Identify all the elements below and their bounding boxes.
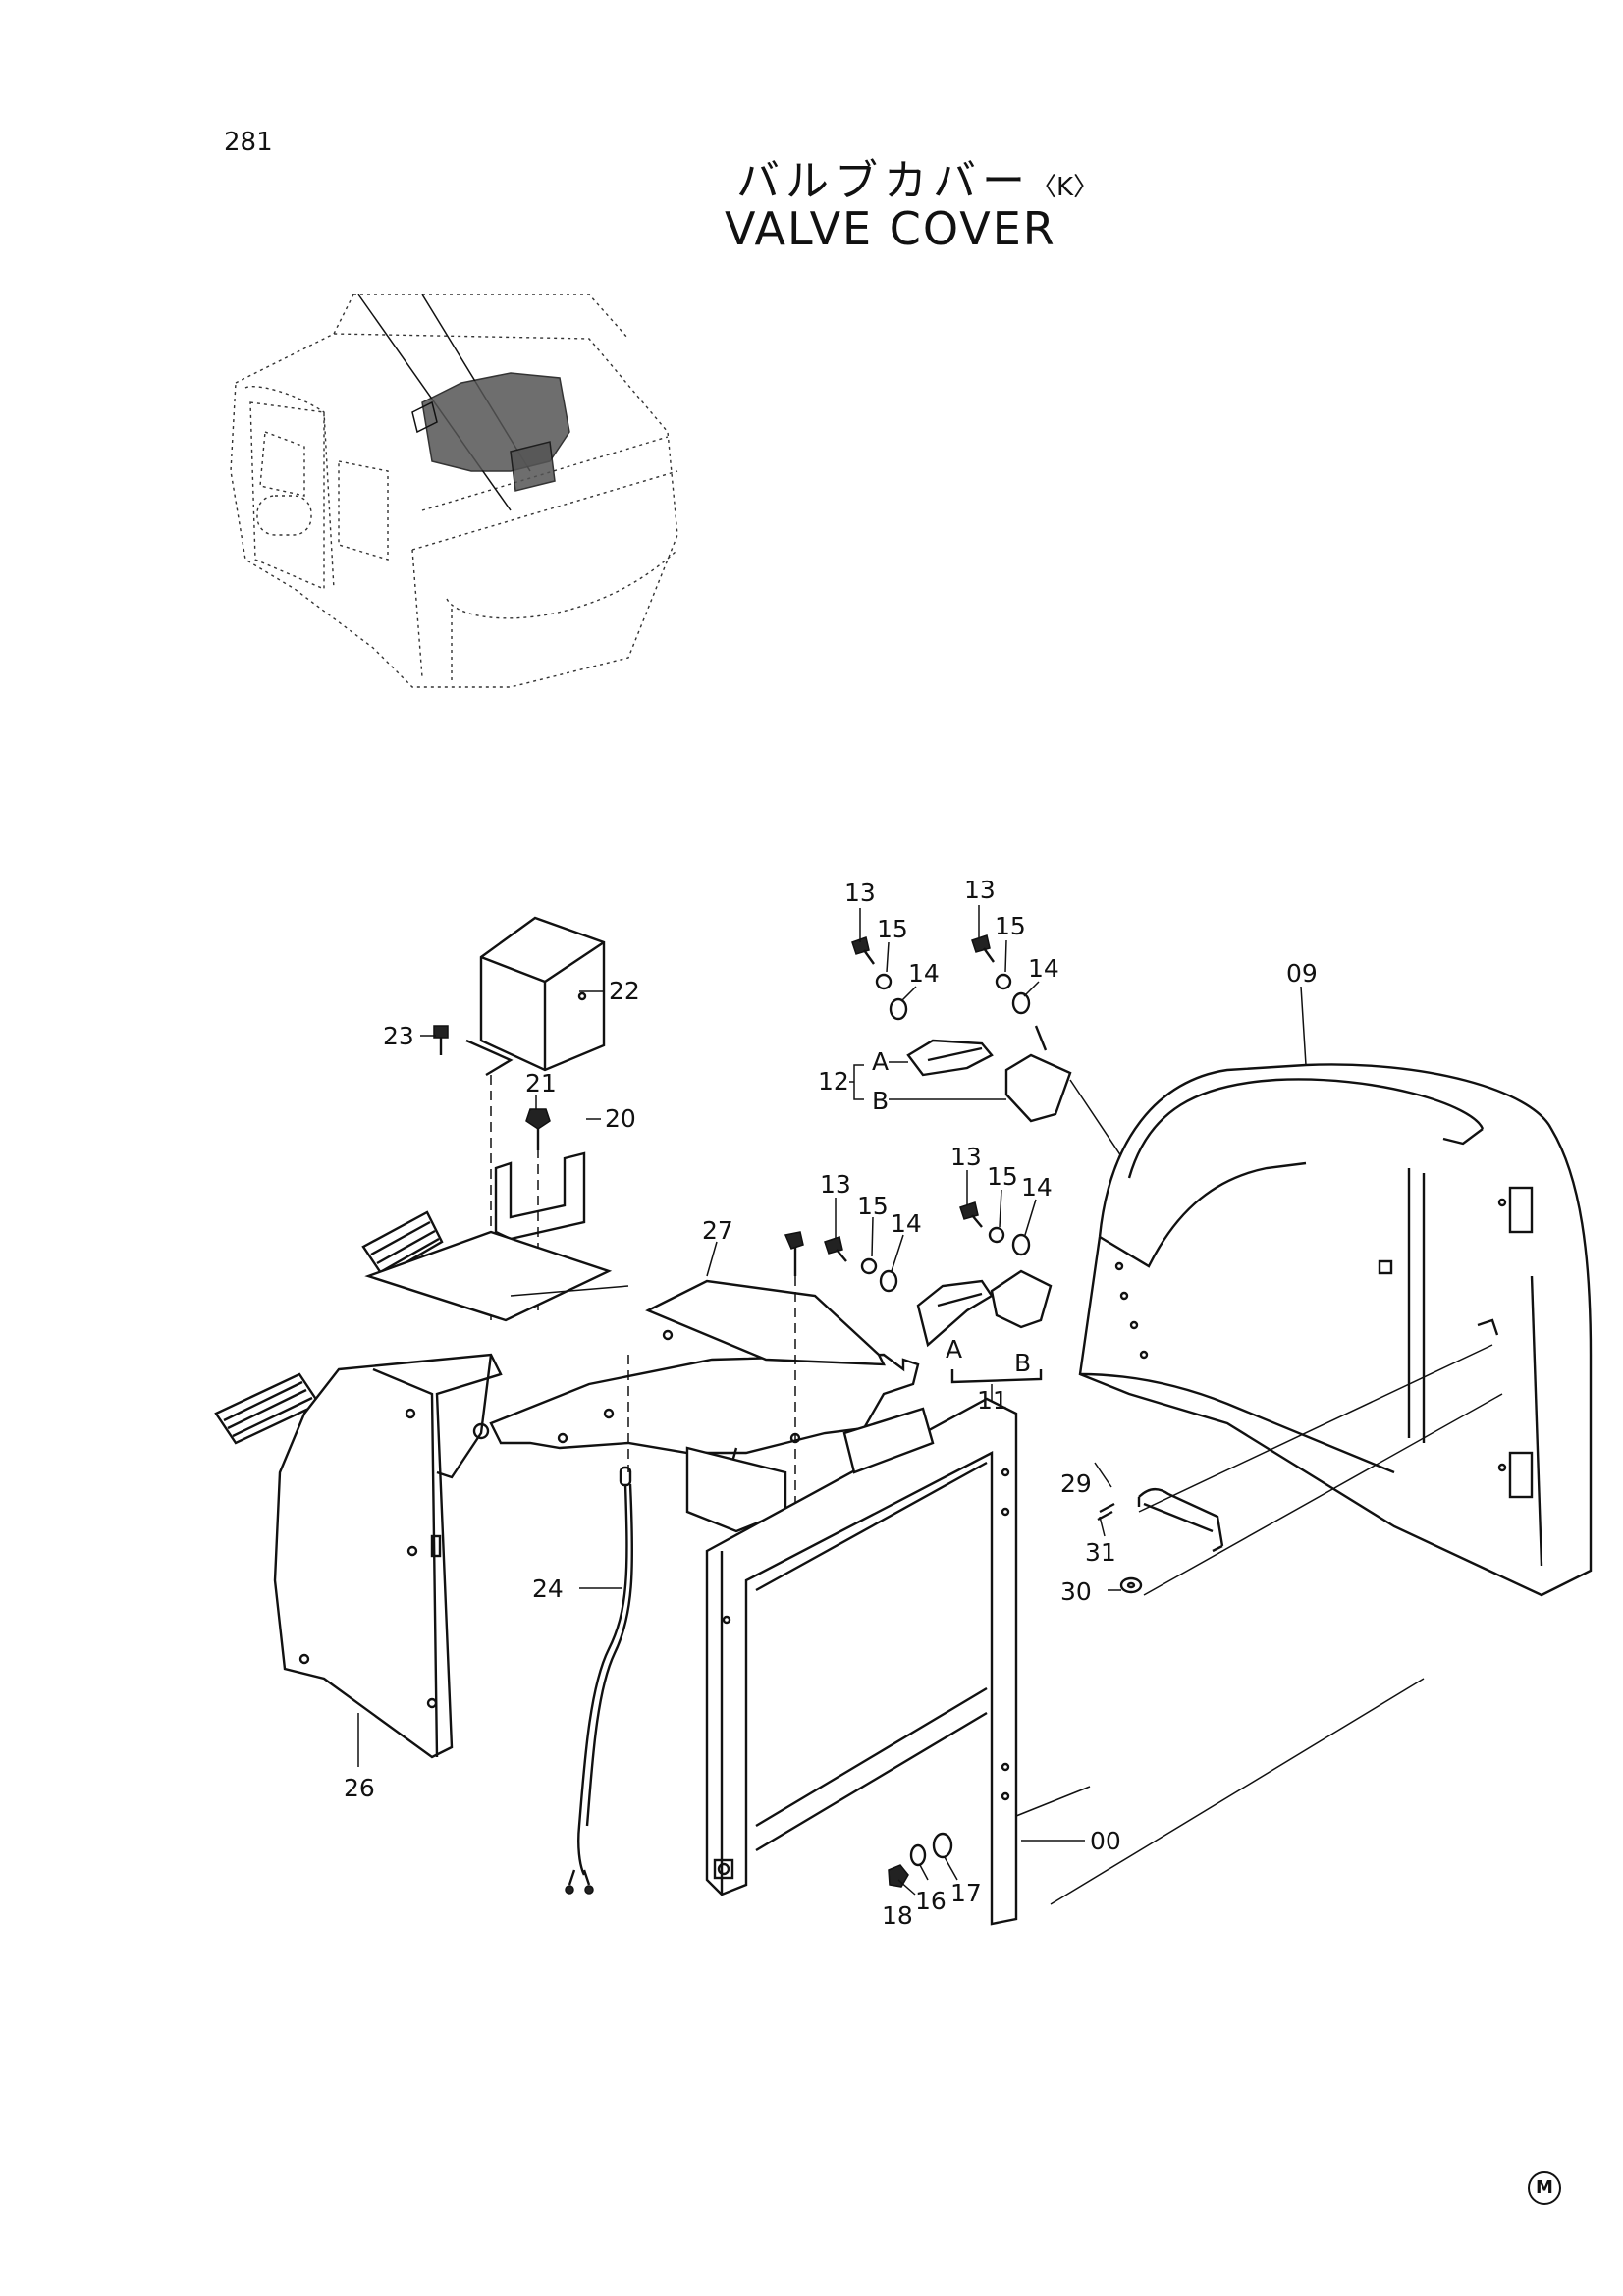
callout-20: 20	[605, 1104, 636, 1133]
callout-22: 22	[609, 977, 640, 1005]
bolt-23-icon	[433, 1025, 449, 1055]
callout-16: 16	[915, 1887, 947, 1915]
part-29-handle	[1137, 1487, 1224, 1553]
callout-14c: 14	[891, 1209, 922, 1238]
callout-09: 09	[1286, 959, 1318, 988]
washer-30-icon	[1119, 1576, 1143, 1594]
callout-13c: 13	[820, 1170, 851, 1199]
callout-29: 29	[1060, 1469, 1092, 1498]
callout-14a: 14	[908, 959, 940, 988]
callout-15d: 15	[987, 1162, 1018, 1191]
machine-overview-thumbnail	[230, 294, 678, 688]
callout-13a: 13	[844, 879, 876, 907]
callout-27: 27	[702, 1216, 733, 1245]
part-11-latch-assembly	[916, 1269, 1053, 1384]
callout-15a: 15	[877, 915, 908, 943]
callout-30: 30	[1060, 1577, 1092, 1606]
part-00-frame	[705, 1397, 1091, 1926]
bolt-21-icon	[525, 1108, 551, 1150]
fastener-set-2-icon	[971, 934, 1031, 1015]
part-27-plate	[489, 1276, 920, 1533]
nut-washer-set-icon	[888, 1832, 953, 1888]
callout-21: 21	[525, 1069, 557, 1097]
callout-11: 11	[977, 1386, 1008, 1415]
callout-18: 18	[882, 1901, 913, 1930]
leader-lines	[357, 905, 1307, 1896]
callout-17: 17	[950, 1879, 982, 1907]
callout-23: 23	[383, 1022, 414, 1050]
fastener-set-4-icon	[959, 1201, 1031, 1256]
callout-labels: 22 23 21 20 27 24 26 00 09 12 A B A B 11…	[344, 876, 1318, 1930]
title-variant: 〈K〉	[1031, 173, 1100, 202]
callout-13b: 13	[964, 876, 996, 904]
callout-31: 31	[1085, 1538, 1116, 1567]
callout-24: 24	[532, 1575, 564, 1603]
callout-a2: A	[946, 1335, 962, 1363]
callout-a1: A	[872, 1047, 889, 1076]
part-24-wire-harness	[565, 1466, 634, 1895]
callout-12: 12	[818, 1067, 849, 1095]
title-english: VALVE COVER	[725, 202, 1056, 255]
callout-00: 00	[1090, 1827, 1121, 1855]
callout-15c: 15	[857, 1192, 889, 1220]
bolt-27-icon	[784, 1231, 804, 1276]
corner-mark-icon: M	[1528, 2171, 1561, 2205]
page-number: 281	[224, 128, 273, 157]
part-09-cover	[1050, 1063, 1593, 1905]
title-japanese-text: バルブカバー	[736, 156, 1031, 206]
callout-13d: 13	[950, 1143, 982, 1171]
callout-15b: 15	[995, 912, 1026, 940]
callout-b1: B	[872, 1087, 889, 1115]
part-12-latch-assembly	[906, 1025, 1130, 1169]
fastener-set-1-icon	[851, 936, 908, 1021]
fastener-set-3-icon	[824, 1236, 898, 1293]
part-26-side-panel	[214, 1210, 629, 1759]
callout-14d: 14	[1021, 1173, 1053, 1201]
callout-14b: 14	[1028, 954, 1059, 983]
callout-26: 26	[344, 1774, 375, 1802]
title-japanese: バルブカバー〈K〉	[736, 145, 1099, 208]
callout-b2: B	[1014, 1349, 1031, 1377]
